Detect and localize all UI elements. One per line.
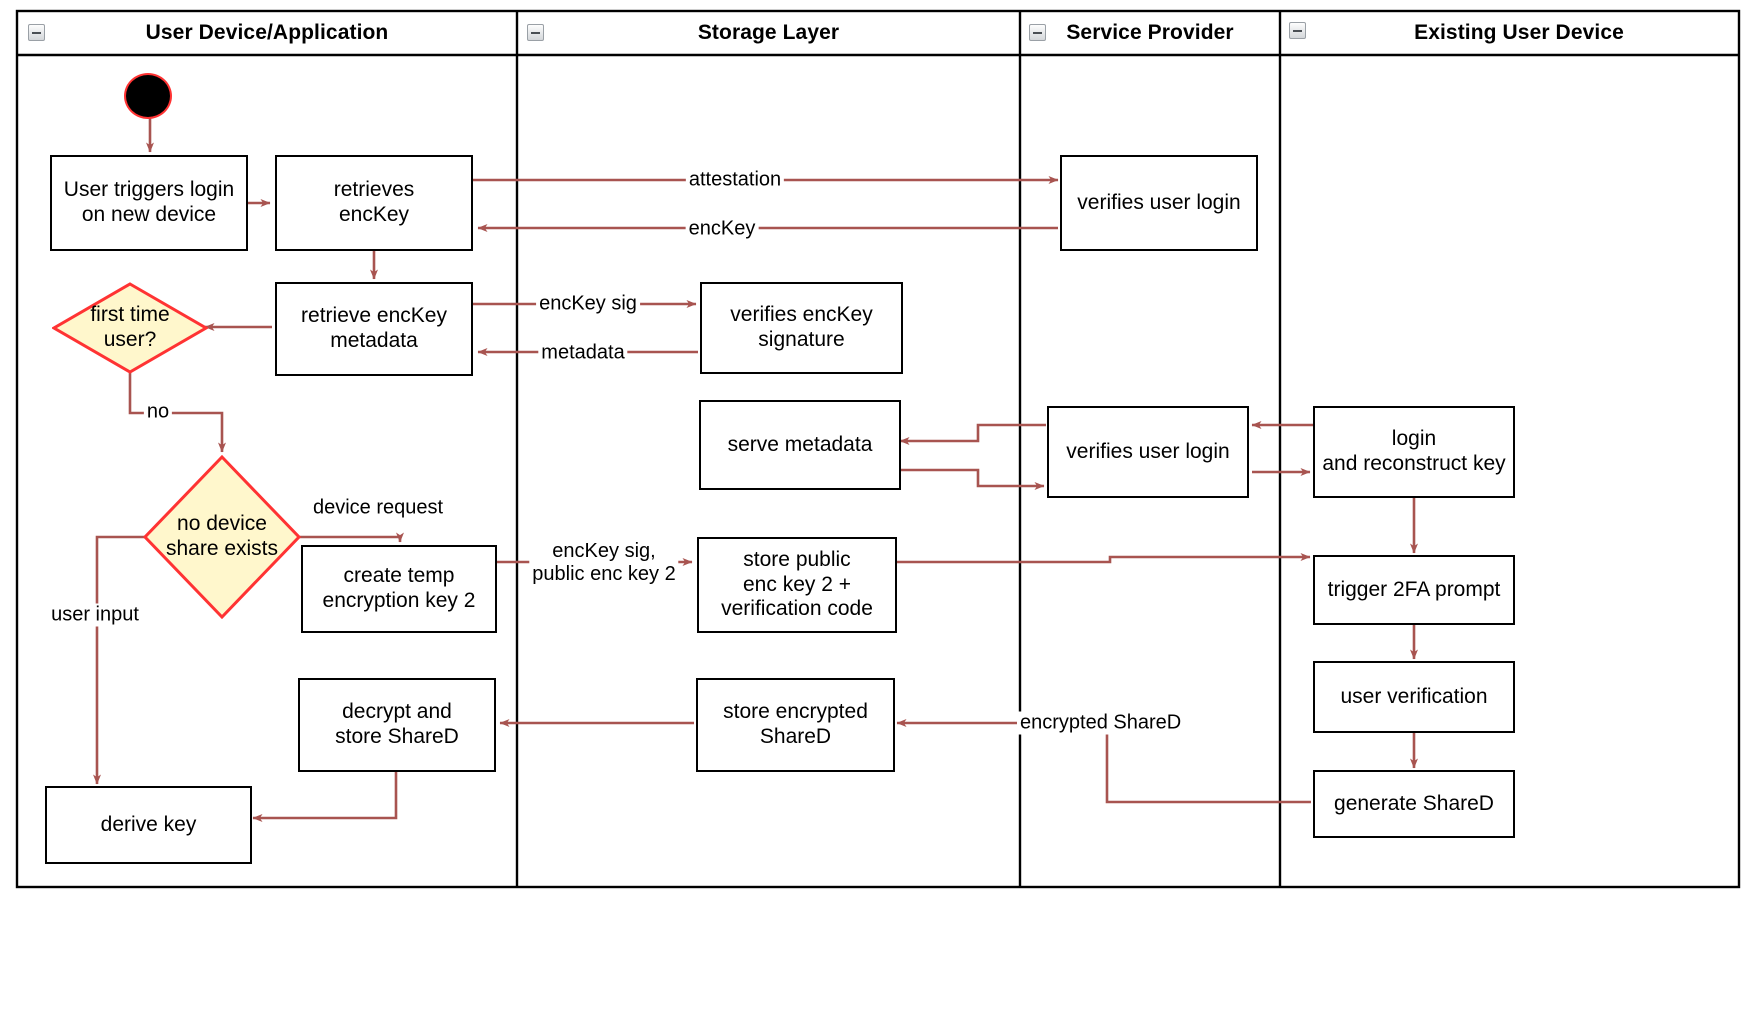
edge-label-user-input: user input — [48, 603, 142, 627]
node-verifies-enckey-signature[interactable]: verifies encKey signature — [700, 282, 903, 374]
collapse-icon-lane-3[interactable] — [1289, 22, 1306, 39]
diamond-shape-first-time-user — [51, 282, 209, 374]
node-create-temp-encryption-key-2[interactable]: create temp encryption key 2 — [301, 545, 497, 633]
diamond-shape-no-device-share-exists — [142, 454, 302, 620]
lane-title-storage-layer: Storage Layer — [697, 21, 840, 44]
node-retrieve-enckey-metadata[interactable]: retrieve encKey metadata — [275, 282, 473, 376]
collapse-icon-lane-2[interactable] — [1029, 24, 1046, 41]
node-derive-key[interactable]: derive key — [45, 786, 252, 864]
node-verifies-user-login-mid[interactable]: verifies user login — [1047, 406, 1249, 498]
edge-label-metadata: metadata — [538, 341, 628, 365]
edge-label-enckey-sig-public-enc-key-2: encKey sig, public enc key 2 — [529, 540, 679, 586]
lane-title-existing-user-device: Existing User Device — [1414, 21, 1624, 44]
node-retrieves-enckey[interactable]: retrieves encKey — [275, 155, 473, 251]
node-login-and-reconstruct-key[interactable]: login and reconstruct key — [1313, 406, 1515, 498]
edge-label-device-request: device request — [309, 496, 447, 520]
edge-label-no: no — [143, 400, 173, 424]
node-generate-shared[interactable]: generate ShareD — [1313, 770, 1515, 838]
node-store-public-enc-key-2[interactable]: store public enc key 2 + verification co… — [697, 537, 897, 633]
node-decrypt-and-store-shared[interactable]: decrypt and store ShareD — [298, 678, 496, 772]
node-user-verification[interactable]: user verification — [1313, 661, 1515, 733]
lane-title-service-provider: Service Provider — [1066, 21, 1234, 44]
decision-no-device-share-exists[interactable]: no device share exists — [142, 454, 302, 620]
node-verifies-user-login-top[interactable]: verifies user login — [1060, 155, 1258, 251]
swimlane-frame — [15, 9, 1741, 889]
node-store-encrypted-shared[interactable]: store encrypted ShareD — [696, 678, 895, 772]
decision-first-time-user[interactable]: first time user? — [51, 282, 209, 374]
edge-label-enckey-sig: encKey sig — [536, 292, 640, 316]
lane-title-user-device-application: User Device/Application — [145, 21, 389, 44]
start-node[interactable] — [124, 73, 172, 119]
edge-label-enckey: encKey — [685, 217, 759, 241]
node-user-triggers-login[interactable]: User triggers login on new device — [50, 155, 248, 251]
collapse-icon-lane-0[interactable] — [28, 24, 45, 41]
collapse-icon-lane-1[interactable] — [527, 24, 544, 41]
edge-label-attestation: attestation — [685, 168, 785, 192]
node-serve-metadata[interactable]: serve metadata — [699, 400, 901, 490]
edge-label-encrypted-shared: encrypted ShareD — [1017, 711, 1185, 735]
node-trigger-2fa-prompt[interactable]: trigger 2FA prompt — [1313, 555, 1515, 625]
